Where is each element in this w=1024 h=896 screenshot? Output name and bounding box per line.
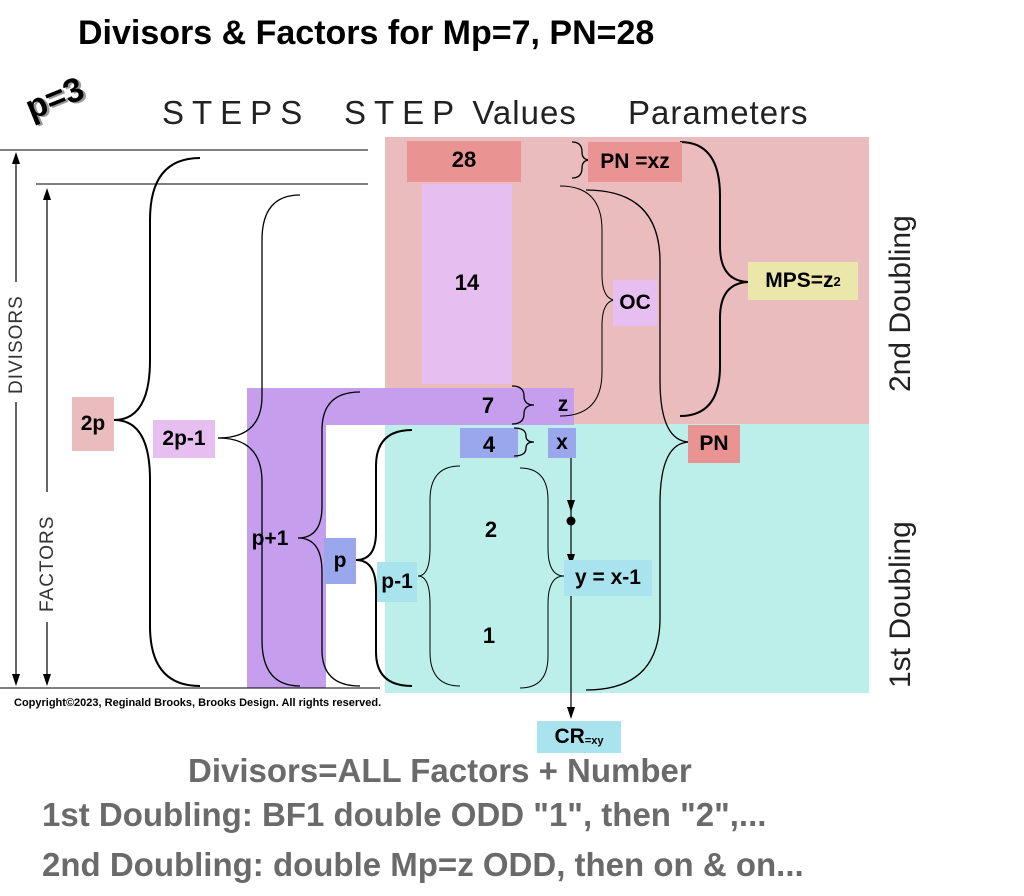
param-mps-text: MPS=z (765, 269, 834, 292)
box-4 (460, 428, 518, 458)
footer-line-2: 1st Doubling: BF1 double ODD "1", then "… (42, 796, 767, 833)
brace-2p (113, 157, 201, 687)
param-cr: CR=xy (537, 721, 621, 753)
brace-z (511, 385, 535, 425)
param-y: y = x-1 (564, 560, 652, 596)
step-p: p (324, 538, 356, 584)
box-28 (407, 141, 521, 182)
step-2p: 2p (72, 397, 114, 451)
brace-p-minus-1 (417, 465, 461, 687)
page-title: Divisors & Factors for Mp=7, PN=28 (78, 14, 655, 52)
value-2: 2 (484, 517, 498, 542)
footer-line-3: 2nd Doubling: double Mp=z ODD, then on &… (42, 846, 804, 883)
param-cr-text: CR (554, 725, 585, 748)
divisors-arrow-down (12, 674, 20, 686)
factors-arrow-down (43, 674, 51, 686)
param-mps-exponent: 2 (833, 273, 841, 289)
first-doubling-label: 1st Doubling (884, 521, 917, 688)
header-parameters: Parameters (628, 94, 809, 131)
arrow-head-1 (567, 500, 575, 512)
value-28: 28 (451, 147, 477, 172)
param-pn: PN (688, 425, 740, 463)
footer-line-1: Divisors=ALL Factors + Number (188, 752, 692, 789)
header-steps: STEPS (162, 94, 311, 131)
brace-x (513, 427, 535, 457)
param-cr-subscript: =xy (584, 735, 604, 747)
factors-label: FACTORS (37, 515, 58, 612)
divisors-label: DIVISORS (6, 295, 27, 394)
step-p-plus-1: p+1 (251, 527, 289, 550)
step-p-minus-1: p-1 (377, 562, 417, 602)
param-x: x (548, 428, 576, 458)
value-4: 4 (482, 432, 496, 457)
copyright: Copyright©2023, Reginald Brooks, Brooks … (14, 697, 382, 709)
param-oc: OC (613, 280, 657, 326)
value-1: 1 (482, 623, 496, 648)
second-doubling-label: 2nd Doubling (884, 215, 917, 392)
header-values-word: Values (472, 94, 577, 131)
step-2p-minus-1: 2p-1 (153, 420, 215, 458)
brace-p (355, 429, 413, 687)
value-14: 14 (454, 270, 480, 295)
column-14 (422, 184, 512, 384)
purple-band (247, 388, 574, 688)
value-7: 7 (481, 393, 495, 418)
divisors-arrow-up (12, 152, 20, 164)
brace-2p-minus-1 (217, 194, 301, 687)
param-z: z (557, 393, 569, 416)
header-step-word: STEP (344, 94, 463, 131)
factors-arrow-up (43, 188, 51, 200)
first-doubling-region (385, 424, 869, 693)
param-pn-xz: PN =xz (588, 142, 682, 182)
midpoint-dot (566, 516, 576, 526)
header-step-values: STEP Values (344, 94, 577, 132)
arrow-head-3 (567, 707, 575, 719)
brace-p-plus-1 (297, 391, 361, 687)
